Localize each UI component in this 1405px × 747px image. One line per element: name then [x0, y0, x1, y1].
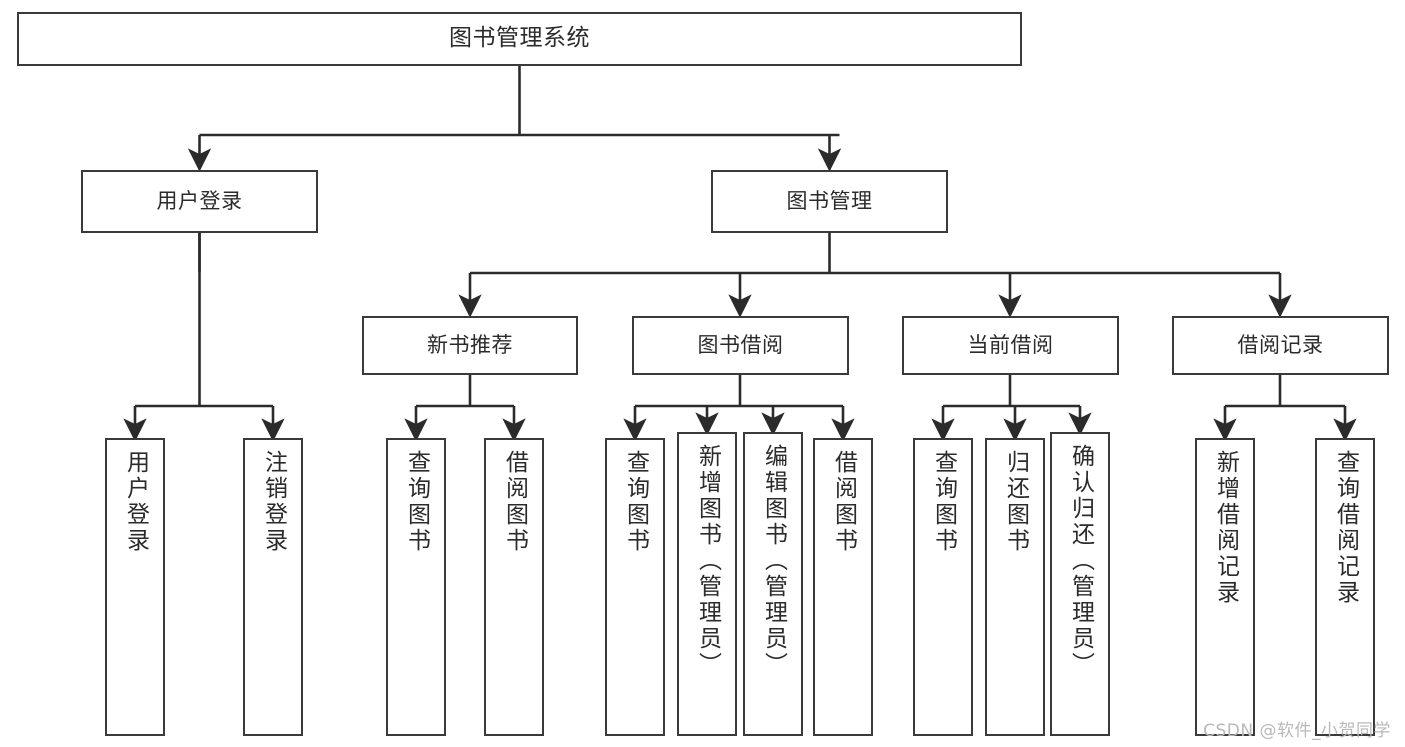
- node-borrow-record[interactable]: 借阅记录: [1172, 316, 1389, 375]
- node-root-system[interactable]: 图书管理系统: [17, 12, 1022, 66]
- leaf-query-borrow-record[interactable]: 查询借阅记录: [1315, 438, 1375, 736]
- leaf-query-book-label: 查询图书: [622, 450, 649, 554]
- leaf-add-book-admin-label: 新增图书（管理员）: [694, 444, 721, 678]
- node-user-login[interactable]: 用户登录: [81, 170, 318, 233]
- leaf-query-book-recommend-label: 查询图书: [403, 450, 430, 554]
- leaf-query-book[interactable]: 查询图书: [605, 438, 665, 736]
- leaf-borrow-book-recommend[interactable]: 借阅图书: [484, 438, 544, 736]
- leaf-edit-book-admin[interactable]: 编辑图书（管理员）: [743, 432, 803, 736]
- node-book-manage[interactable]: 图书管理: [711, 170, 948, 233]
- leaf-edit-book-admin-label: 编辑图书（管理员）: [760, 444, 787, 678]
- leaf-add-borrow-record-label: 新增借阅记录: [1212, 450, 1239, 606]
- leaf-confirm-return-admin[interactable]: 确认归还（管理员）: [1050, 432, 1110, 736]
- leaf-add-borrow-record[interactable]: 新增借阅记录: [1195, 438, 1255, 736]
- leaf-user-login-label: 用户登录: [122, 450, 149, 554]
- leaf-confirm-return-admin-label: 确认归还（管理员）: [1067, 444, 1094, 678]
- leaf-query-book-current-label: 查询图书: [930, 450, 957, 554]
- leaf-query-book-current[interactable]: 查询图书: [913, 438, 973, 736]
- node-root-label: 图书管理系统: [449, 25, 590, 52]
- node-new-book-recommend[interactable]: 新书推荐: [362, 316, 578, 375]
- leaf-return-book-label: 归还图书: [1002, 450, 1029, 554]
- leaf-borrow-book-label: 借阅图书: [830, 450, 857, 554]
- leaf-borrow-book-recommend-label: 借阅图书: [501, 450, 528, 554]
- node-current-borrow-label: 当前借阅: [967, 333, 1054, 358]
- node-book-manage-label: 图书管理: [786, 189, 873, 214]
- node-borrow-record-label: 借阅记录: [1237, 333, 1324, 358]
- node-new-book-recommend-label: 新书推荐: [427, 333, 513, 358]
- node-book-borrow-label: 图书借阅: [697, 333, 784, 358]
- node-book-borrow[interactable]: 图书借阅: [632, 316, 849, 375]
- leaf-user-login[interactable]: 用户登录: [105, 438, 165, 736]
- node-user-login-label: 用户登录: [156, 189, 243, 214]
- leaf-return-book[interactable]: 归还图书: [985, 438, 1045, 736]
- leaf-borrow-book[interactable]: 借阅图书: [813, 438, 873, 736]
- leaf-query-book-recommend[interactable]: 查询图书: [386, 438, 446, 736]
- leaf-user-logout[interactable]: 注销登录: [243, 438, 303, 736]
- node-current-borrow[interactable]: 当前借阅: [902, 316, 1119, 375]
- leaf-add-book-admin[interactable]: 新增图书（管理员）: [677, 432, 737, 736]
- leaf-user-logout-label: 注销登录: [260, 450, 287, 554]
- leaf-query-borrow-record-label: 查询借阅记录: [1332, 450, 1359, 606]
- watermark-text: CSDN @软件_小贺同学: [1203, 721, 1391, 741]
